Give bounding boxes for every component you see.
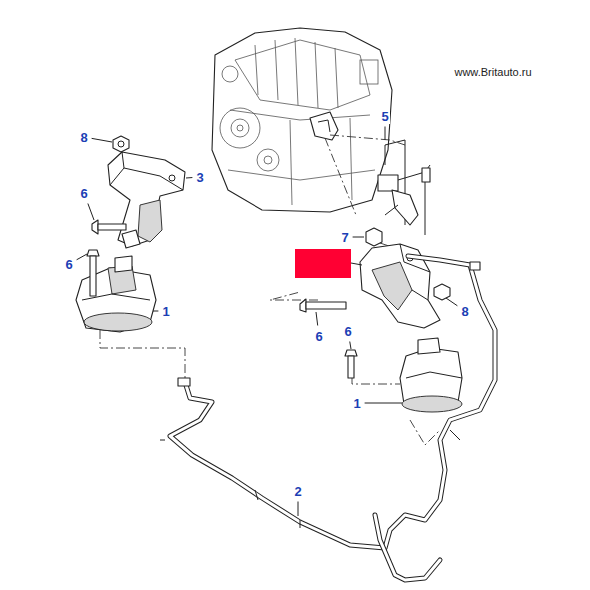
leader-line	[186, 177, 192, 178]
watermark: www.Britauto.ru	[454, 67, 531, 78]
leader-line	[316, 312, 318, 326]
callout-number: 6	[64, 257, 73, 272]
left-engine-mount	[76, 136, 185, 332]
callout-number: 6	[79, 186, 88, 201]
leader-line	[77, 254, 87, 260]
leader-line	[385, 127, 386, 141]
leader-line	[350, 342, 351, 350]
leader-line	[446, 298, 457, 306]
callout-number: 6	[343, 324, 352, 339]
leader-line	[88, 204, 94, 221]
leader-line	[353, 237, 364, 238]
leader-line	[365, 403, 402, 404]
callout-number: 1	[352, 396, 361, 411]
leader-line	[92, 138, 112, 142]
leader-line	[298, 502, 299, 517]
leader-line	[153, 311, 158, 312]
callout-number: 8	[79, 130, 88, 145]
callout-number: 3	[195, 170, 204, 185]
callout-number: 2	[293, 484, 302, 499]
callout-number: 6	[314, 329, 323, 344]
leader-lines	[77, 127, 458, 517]
pipe-assembly	[160, 256, 495, 580]
highlight-marker	[295, 249, 351, 278]
callout-number: 7	[340, 230, 349, 245]
callout-number: 5	[380, 109, 389, 124]
callout-number: 1	[161, 304, 170, 319]
engine-illustration	[212, 28, 392, 212]
callout-number: 8	[460, 304, 469, 319]
